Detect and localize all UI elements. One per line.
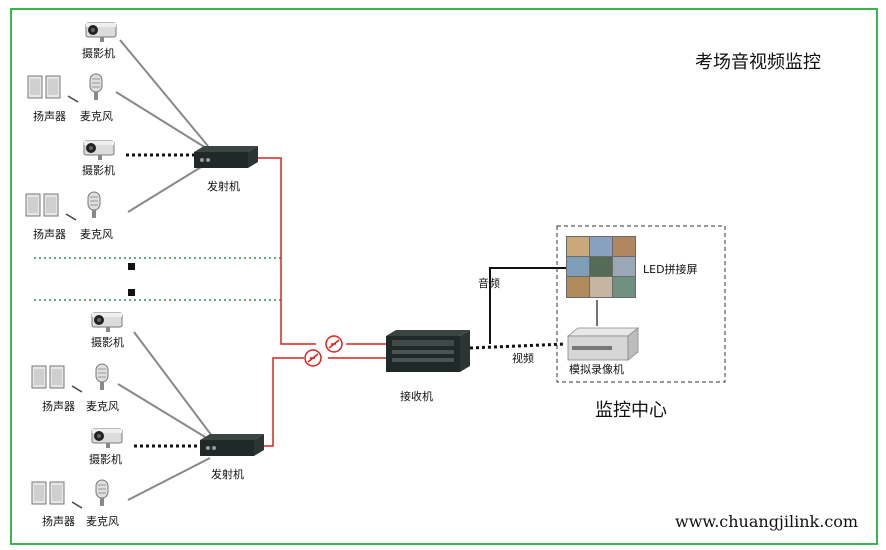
output-links bbox=[469, 267, 567, 350]
speaker-label: 扬声器 bbox=[33, 109, 66, 123]
recorder-label: 模拟录像机 bbox=[569, 362, 624, 376]
diagram-title: 考场音视频监控 bbox=[695, 52, 821, 73]
speaker-icon bbox=[27, 75, 61, 99]
speaker-cable bbox=[65, 213, 77, 221]
speaker-cable bbox=[71, 385, 83, 393]
led-video-wall bbox=[566, 236, 636, 298]
transmitter-bottom bbox=[200, 434, 264, 456]
camera-label: 摄影机 bbox=[91, 335, 124, 349]
speaker-icon bbox=[25, 193, 59, 217]
bottom-group-links bbox=[117, 331, 213, 501]
mic-label: 麦克风 bbox=[86, 400, 119, 413]
analog-recorder bbox=[566, 327, 640, 361]
ellipsis-dot bbox=[128, 289, 135, 296]
speaker-label: 扬声器 bbox=[33, 227, 66, 241]
receiver-label: 接收机 bbox=[400, 389, 433, 403]
fiber-connector-icon bbox=[325, 335, 343, 353]
speaker-label: 扬声器 bbox=[42, 399, 75, 413]
camera-icon bbox=[85, 22, 117, 43]
audio-label: 音频 bbox=[478, 276, 500, 290]
microphone-icon bbox=[89, 73, 103, 101]
speaker-label: 扬声器 bbox=[42, 514, 75, 528]
camera-icon bbox=[91, 312, 123, 333]
receiver-device bbox=[386, 330, 470, 372]
led-label: LED拼接屏 bbox=[643, 262, 698, 276]
camera-label: 摄影机 bbox=[82, 46, 115, 60]
mic-label: 麦克风 bbox=[80, 228, 113, 241]
top-group-links bbox=[115, 39, 209, 213]
camera-icon bbox=[83, 140, 115, 161]
outer-frame bbox=[10, 8, 878, 545]
fiber-links bbox=[258, 157, 386, 447]
speaker-icon bbox=[31, 481, 65, 505]
microphone-icon bbox=[95, 363, 109, 391]
monitoring-center-box bbox=[556, 225, 726, 383]
microphone-icon bbox=[95, 479, 109, 507]
camera-icon bbox=[91, 428, 123, 449]
fiber-connector-icon bbox=[304, 349, 322, 367]
camera-label: 摄影机 bbox=[89, 452, 122, 466]
mic-label: 麦克风 bbox=[86, 515, 119, 528]
speaker-cable bbox=[71, 501, 83, 509]
transmitter-label: 发射机 bbox=[207, 179, 240, 193]
microphone-icon bbox=[87, 191, 101, 219]
speaker-cable bbox=[67, 95, 79, 103]
transmitter-top bbox=[194, 146, 258, 168]
ellipsis-dot bbox=[128, 263, 135, 270]
camera-label: 摄影机 bbox=[82, 163, 115, 177]
speaker-icon bbox=[31, 365, 65, 389]
monitoring-center-label: 监控中心 bbox=[595, 400, 667, 421]
website-label: www.chuangjilink.com bbox=[675, 512, 858, 531]
mic-label: 麦克风 bbox=[80, 110, 113, 123]
video-label: 视频 bbox=[512, 351, 534, 365]
transmitter-label: 发射机 bbox=[211, 467, 244, 481]
